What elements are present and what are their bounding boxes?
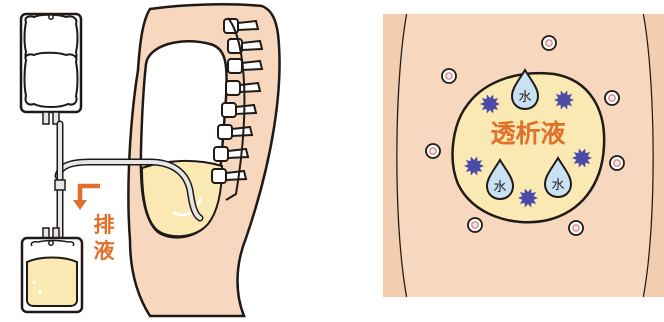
small-circle-icon: [569, 221, 583, 235]
left-panel: 排 液: [21, 4, 280, 316]
dialysate-label: 透析液: [490, 119, 565, 148]
small-circle-icon: [610, 156, 624, 170]
drain-label-char-2: 液: [94, 239, 115, 263]
small-circle-icon: [426, 144, 440, 158]
water-label: 水: [493, 180, 506, 195]
small-circle-icon: [542, 36, 556, 50]
drain-label-char-1: 排: [94, 213, 115, 237]
small-circle-icon: [605, 91, 619, 105]
right-panel: 透析液 水水水: [383, 14, 664, 297]
upper-dialysate-bag: [21, 14, 81, 124]
small-circle-icon: [442, 69, 456, 83]
drain-bag: [22, 228, 82, 312]
water-label: 水: [551, 178, 564, 193]
small-circle-icon: [468, 218, 482, 232]
tube-clamp: [55, 180, 65, 190]
water-label: 水: [518, 90, 531, 105]
